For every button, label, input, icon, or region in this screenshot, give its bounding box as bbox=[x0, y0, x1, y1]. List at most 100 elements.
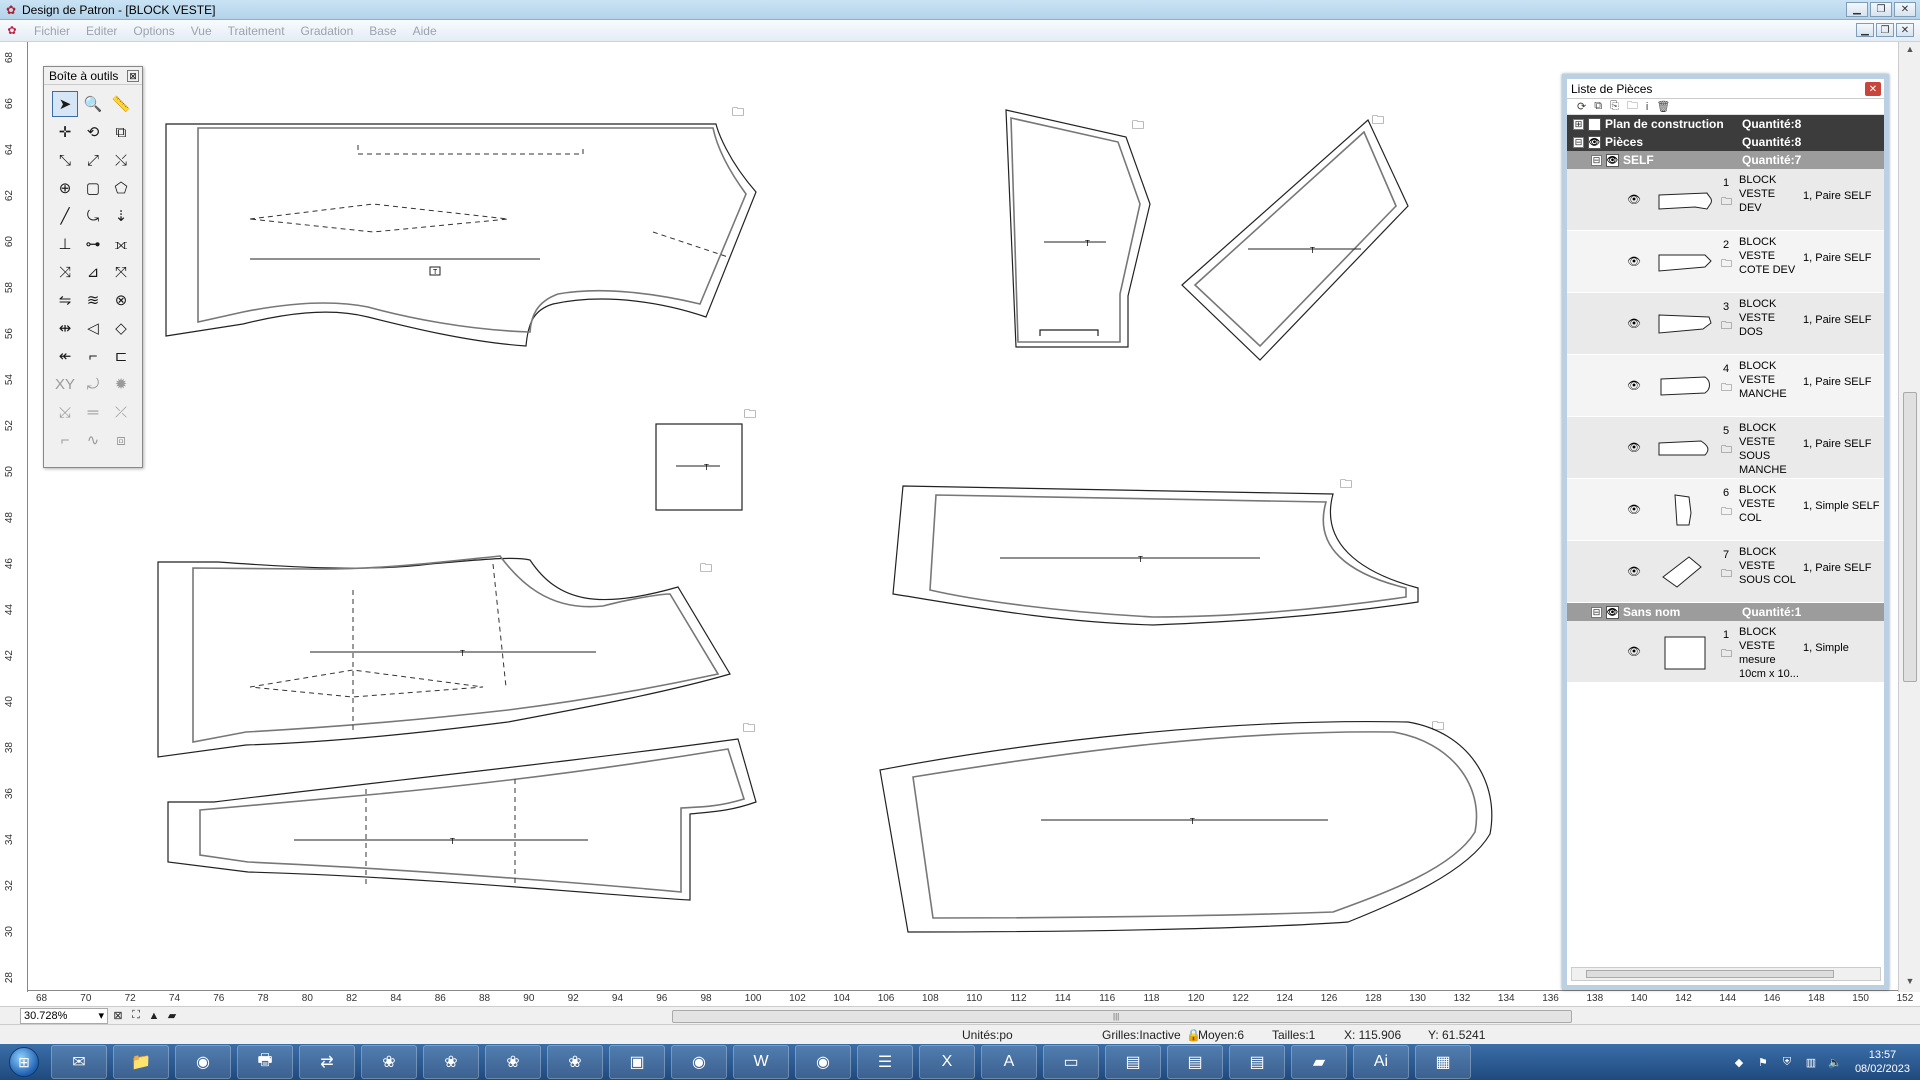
diag-icon[interactable]: ⤫ bbox=[114, 403, 127, 421]
chevron-down-icon[interactable]: ▾ bbox=[98, 1010, 104, 1022]
rotate-icon[interactable]: ⟲ bbox=[86, 124, 100, 141]
menu-vue[interactable]: Vue bbox=[190, 23, 212, 38]
eye-icon[interactable]: 👁 bbox=[1627, 194, 1641, 206]
layers-icon[interactable]: ▰ bbox=[167, 1010, 177, 1022]
eye-icon[interactable]: 👁 bbox=[1606, 605, 1619, 619]
point-down-icon[interactable]: ⇣ bbox=[114, 208, 128, 225]
eye-icon[interactable]: 👁 bbox=[1627, 256, 1641, 268]
xy-move-icon[interactable]: ⤩ bbox=[58, 403, 71, 421]
select-arrow-icon[interactable]: ➤ bbox=[52, 91, 78, 117]
clock[interactable]: 13:57 08/02/2023 bbox=[1855, 1048, 1910, 1076]
zoom-select[interactable]: 30.728% ▾ bbox=[20, 1007, 108, 1024]
mountain-icon[interactable]: ▲ bbox=[148, 1009, 160, 1022]
angle-icon[interactable]: ⊏ bbox=[114, 348, 128, 365]
line-split-icon[interactable]: ⤯ bbox=[114, 151, 127, 169]
doc-restore-button[interactable]: ❐ bbox=[1876, 23, 1894, 37]
eye-icon[interactable]: 👁 bbox=[1606, 153, 1619, 167]
network-icon[interactable]: ▥ bbox=[1805, 1056, 1817, 1069]
chrome-icon-3[interactable]: ◉ bbox=[795, 1045, 851, 1079]
grade-icon[interactable]: ⊗ bbox=[114, 292, 128, 309]
maximize-button[interactable]: ❐ bbox=[1870, 2, 1892, 17]
copy-icon[interactable]: ⧉ bbox=[1594, 100, 1603, 112]
patron-icon-2[interactable]: ❀ bbox=[423, 1045, 479, 1079]
menu-gradation[interactable]: Gradation bbox=[300, 23, 354, 38]
group-self[interactable]: ⊟ 👁 SELF Quantité:7 bbox=[1567, 151, 1884, 169]
wave-icon[interactable]: ∿ bbox=[86, 432, 100, 449]
fit-icon[interactable]: ⟗ bbox=[114, 235, 128, 253]
step-icon[interactable]: ⌐ bbox=[60, 431, 70, 449]
illustrator-icon[interactable]: Ai bbox=[1353, 1045, 1409, 1079]
doc-icon-1[interactable]: ▤ bbox=[1105, 1045, 1161, 1079]
stretch-icon[interactable]: ⇹ bbox=[58, 320, 72, 337]
collapse-icon[interactable]: ⊟ bbox=[1591, 154, 1602, 166]
polygon-icon[interactable]: ⬠ bbox=[114, 180, 128, 197]
monitor-icon[interactable]: ▣ bbox=[609, 1045, 665, 1079]
folder-star-icon[interactable]: ✉ bbox=[51, 1045, 107, 1079]
eye-icon[interactable]: 👁 bbox=[1627, 504, 1641, 516]
piece-sous-manche[interactable]: T 🗀 bbox=[167, 721, 757, 901]
intersect-icon[interactable]: ✛ bbox=[58, 124, 72, 141]
arc-icon[interactable]: ↞ bbox=[58, 348, 72, 365]
line-icon[interactable]: ╱ bbox=[60, 208, 70, 225]
shield-icon[interactable]: ⛨ bbox=[1782, 1055, 1792, 1068]
menu-editer[interactable]: Editer bbox=[86, 23, 118, 38]
flip-icon[interactable]: ⇋ bbox=[58, 292, 72, 309]
vertical-scroll-thumb[interactable] bbox=[1903, 392, 1917, 682]
zoom-icon[interactable]: 🔍 bbox=[83, 96, 103, 113]
patron-icon-4[interactable]: ❀ bbox=[547, 1045, 603, 1079]
move-piece-icon[interactable]: ⤧ bbox=[114, 263, 127, 281]
resize-icon[interactable]: ⧈ bbox=[116, 431, 126, 449]
piece-list-close-button[interactable]: ✕ bbox=[1865, 82, 1881, 96]
fit-page-icon[interactable]: ⊠ bbox=[113, 1010, 123, 1022]
eye-icon[interactable]: 👁 bbox=[1627, 318, 1641, 330]
eye-icon[interactable]: 👁 bbox=[1588, 135, 1601, 149]
info-icon[interactable]: i bbox=[1645, 100, 1649, 113]
visibility-checkbox[interactable] bbox=[1588, 117, 1601, 131]
control-panel-icon[interactable]: ☰ bbox=[857, 1045, 913, 1079]
doc-icon-3[interactable]: ▤ bbox=[1229, 1045, 1285, 1079]
eye-icon[interactable]: 👁 bbox=[1627, 566, 1641, 578]
folder-icon[interactable]: 🗀 bbox=[1626, 100, 1638, 112]
minimize-button[interactable]: ▁ bbox=[1846, 2, 1868, 17]
menu-fichier[interactable]: Fichier bbox=[34, 23, 71, 38]
patron-icon-1[interactable]: ❀ bbox=[361, 1045, 417, 1079]
calculator-icon[interactable]: ▦ bbox=[1415, 1045, 1471, 1079]
piece-list-item[interactable]: 👁1🗀BLOCK VESTE mesure 10cm x 10...1, Sim… bbox=[1567, 621, 1884, 683]
close-button[interactable]: ✕ bbox=[1894, 2, 1916, 17]
patron-icon-3[interactable]: ❀ bbox=[485, 1045, 541, 1079]
piece-square[interactable]: T 🗀 bbox=[655, 407, 756, 511]
excel-icon[interactable]: X bbox=[919, 1045, 975, 1079]
xy-rotate-icon[interactable]: ⤾ bbox=[86, 375, 100, 393]
piece-manche-large[interactable]: T 🗀 bbox=[879, 719, 1493, 933]
menu-traitement[interactable]: Traitement bbox=[227, 23, 285, 38]
notch-icon[interactable]: ⤢ bbox=[86, 151, 99, 169]
cut-line-icon[interactable]: ⊶ bbox=[85, 236, 101, 253]
piece-dos-diag[interactable]: T 🗀 bbox=[1181, 113, 1409, 361]
xy-swap-icon[interactable]: XY bbox=[54, 375, 75, 393]
delete-icon[interactable]: 🗑 bbox=[1656, 101, 1671, 113]
eye-icon[interactable]: 👁 bbox=[1627, 646, 1641, 658]
word-icon[interactable]: W bbox=[733, 1045, 789, 1079]
collapse-icon[interactable]: ⊟ bbox=[1573, 136, 1584, 148]
acrobat-icon[interactable]: A bbox=[981, 1045, 1037, 1079]
menu-aide[interactable]: Aide bbox=[412, 23, 437, 38]
fit-all-icon[interactable]: ⛶ bbox=[132, 1009, 140, 1021]
group-plan-construction[interactable]: ⊞ Plan de construction Quantité:8 bbox=[1567, 115, 1884, 133]
measure-ruler-icon[interactable]: 📏 bbox=[111, 96, 131, 113]
chrome-icon-2[interactable]: ◉ bbox=[671, 1045, 727, 1079]
printer-icon[interactable]: 🖶 bbox=[237, 1045, 293, 1079]
horizontal-scrollbar[interactable]: ||| bbox=[672, 1010, 1572, 1023]
screen-icon[interactable]: ▭ bbox=[1043, 1045, 1099, 1079]
piece-dev[interactable]: T 🗀 bbox=[165, 105, 757, 347]
bird-icon[interactable]: ◆ bbox=[1734, 1056, 1744, 1069]
collapse-icon[interactable]: ⊟ bbox=[1591, 606, 1602, 618]
piece-cote-dev[interactable]: T 🗀 bbox=[1005, 109, 1151, 348]
scroll-up-icon[interactable]: ▲ bbox=[1905, 44, 1915, 54]
document-icon[interactable]: ✿ bbox=[7, 25, 17, 37]
